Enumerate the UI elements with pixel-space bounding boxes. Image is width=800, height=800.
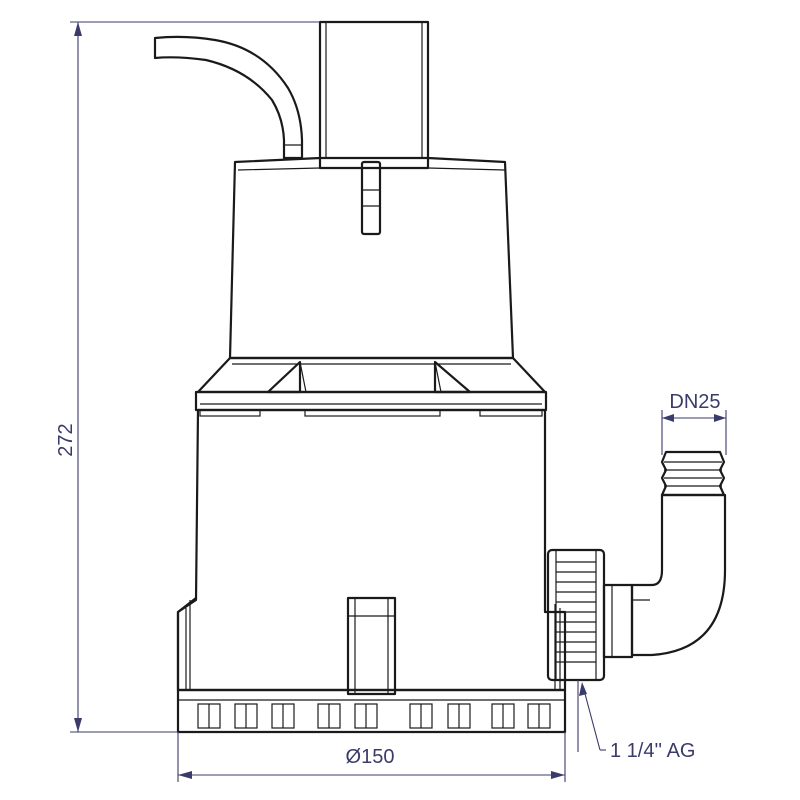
width-label: Ø150 [346,746,395,768]
clamp-ring [194,390,548,417]
outlet-elbow [546,450,727,682]
shoulder-band [196,356,547,394]
top-handle [318,20,430,160]
hose-barb [660,450,726,497]
strainer-base [176,688,567,734]
thread-label: 1 1/4'' AG [610,740,695,762]
float-switch-slot [360,160,382,236]
outlet-dimension: DN25 [661,391,727,455]
motor-housing [228,156,515,360]
width-dimension: Ø150 [177,732,566,782]
height-label: 272 [55,423,77,456]
power-cable [153,35,304,160]
pump-body [176,408,567,696]
outlet-label: DN25 [669,391,720,413]
thread-dimension: 1 1/4'' AG [577,680,695,762]
height-dimension: 272 [55,21,320,733]
